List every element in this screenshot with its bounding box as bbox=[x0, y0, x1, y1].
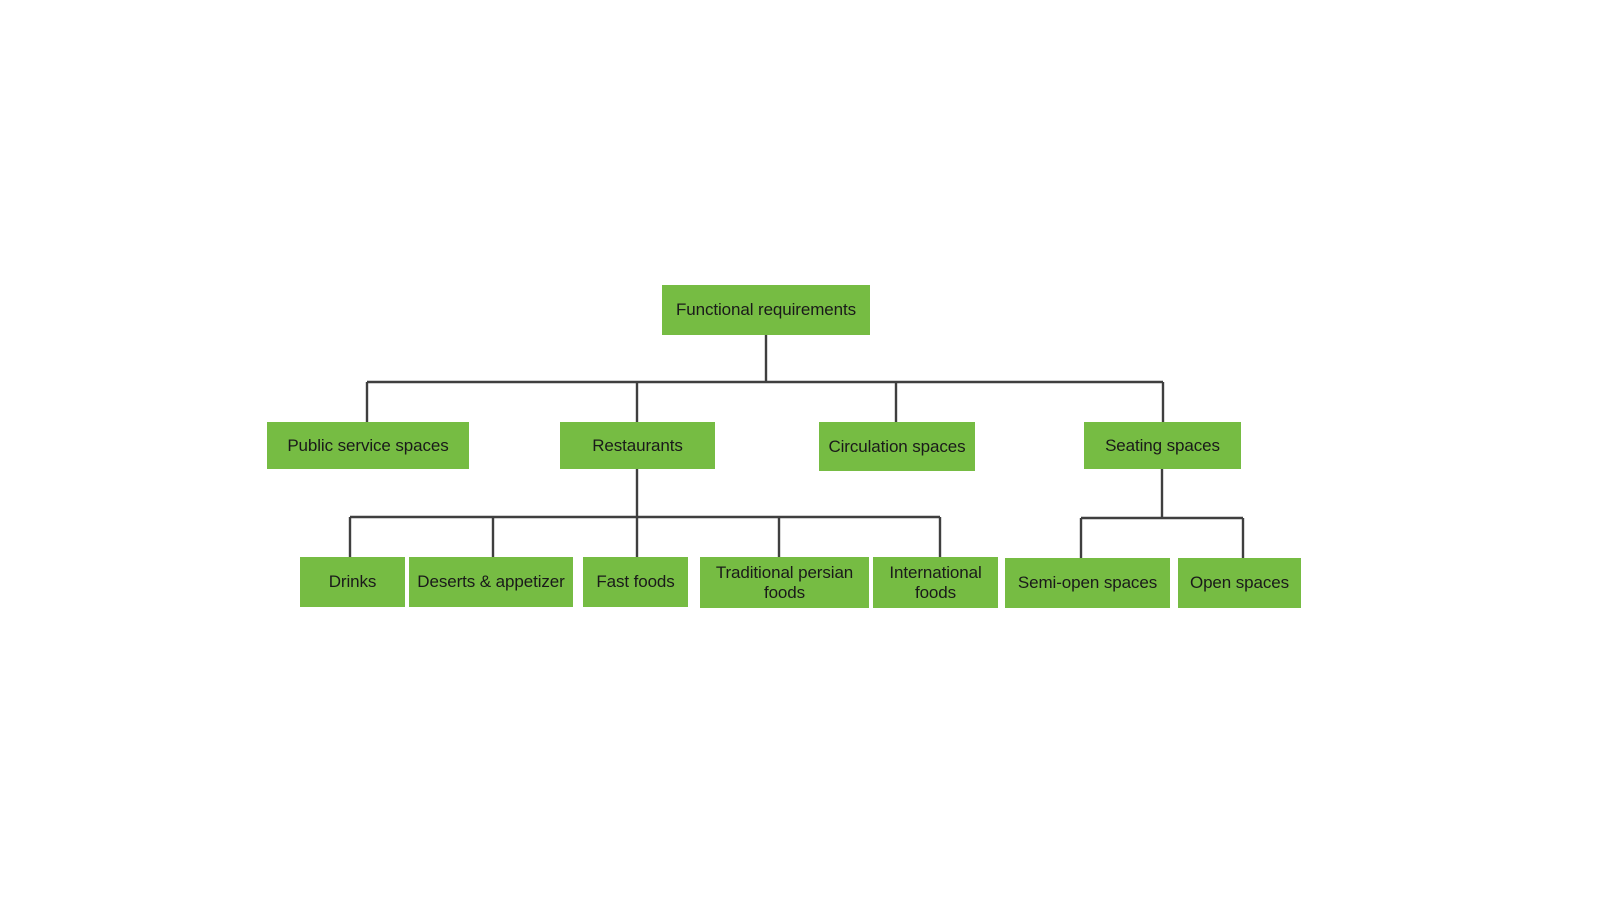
node-label: Open spaces bbox=[1189, 573, 1290, 593]
node-fast-foods[interactable]: Fast foods bbox=[583, 557, 688, 607]
node-drinks[interactable]: Drinks bbox=[300, 557, 405, 607]
node-label: Deserts & appetizer bbox=[417, 572, 565, 592]
node-label: Fast foods bbox=[596, 572, 675, 592]
node-functional-requirements[interactable]: Functional requirements bbox=[662, 285, 870, 335]
node-label: Seating spaces bbox=[1105, 435, 1220, 455]
node-label: Circulation spaces bbox=[828, 436, 966, 456]
node-traditional-persian-foods[interactable]: Traditional persian foods bbox=[700, 557, 869, 608]
node-international-foods[interactable]: International foods bbox=[873, 557, 998, 608]
node-label: Functional requirements bbox=[675, 300, 857, 320]
node-label: Drinks bbox=[328, 572, 377, 592]
node-semi-open-spaces[interactable]: Semi-open spaces bbox=[1005, 558, 1170, 608]
node-label: Public service spaces bbox=[287, 435, 449, 455]
node-circulation-spaces[interactable]: Circulation spaces bbox=[819, 422, 975, 471]
node-label: Traditional persian foods bbox=[715, 562, 854, 602]
node-label: Semi-open spaces bbox=[1017, 573, 1158, 593]
node-public-service-spaces[interactable]: Public service spaces bbox=[267, 422, 469, 469]
node-restaurants[interactable]: Restaurants bbox=[560, 422, 715, 469]
node-label: International foods bbox=[889, 562, 982, 602]
node-deserts-and-appetizer[interactable]: Deserts & appetizer bbox=[409, 557, 573, 607]
node-seating-spaces[interactable]: Seating spaces bbox=[1084, 422, 1241, 469]
node-label: Restaurants bbox=[592, 435, 683, 455]
node-open-spaces[interactable]: Open spaces bbox=[1178, 558, 1301, 608]
